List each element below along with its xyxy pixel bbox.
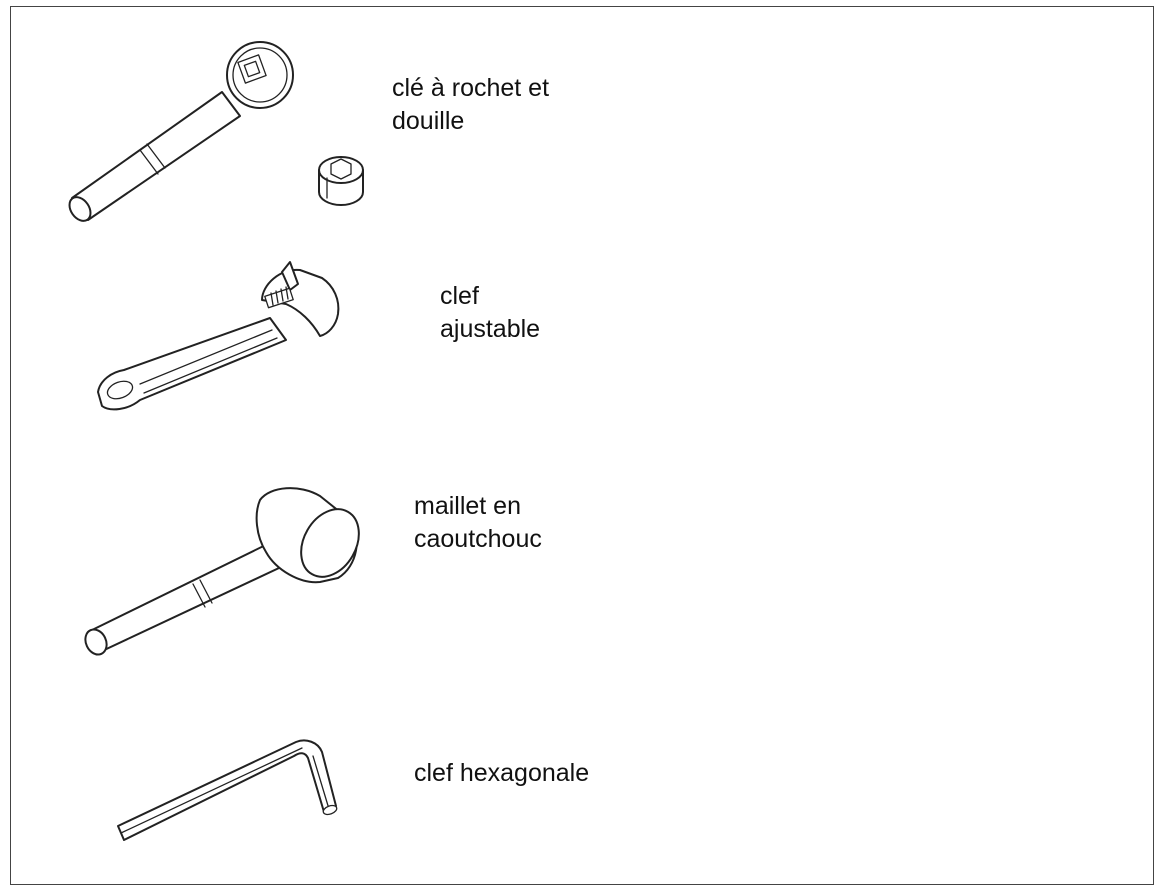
hex-key-label-line-1: clef hexagonale — [414, 759, 590, 787]
adjustable-wrench-icon — [97, 261, 340, 411]
hex-key-icon — [117, 739, 338, 841]
diagram-frame — [10, 6, 1154, 885]
hex-key-label: clef hexagonale — [414, 757, 589, 790]
socket-icon — [318, 156, 364, 206]
wrench-label-line-1: clef — [440, 282, 479, 310]
mallet-label: maillet en caoutchouc — [414, 490, 542, 556]
wrench-label-line-2: ajustable — [440, 315, 541, 343]
ratchet-label: clé à rochet et douille — [392, 72, 549, 138]
mallet-label-line-1: maillet en — [414, 492, 521, 520]
rubber-mallet-icon — [84, 487, 360, 656]
ratchet-wrench-icon — [68, 41, 294, 222]
ratchet-label-line-1: clé à rochet et — [392, 74, 550, 102]
mallet-label-line-2: caoutchouc — [414, 525, 542, 553]
ratchet-label-line-2: douille — [392, 107, 465, 135]
wrench-label: clef ajustable — [440, 280, 540, 346]
